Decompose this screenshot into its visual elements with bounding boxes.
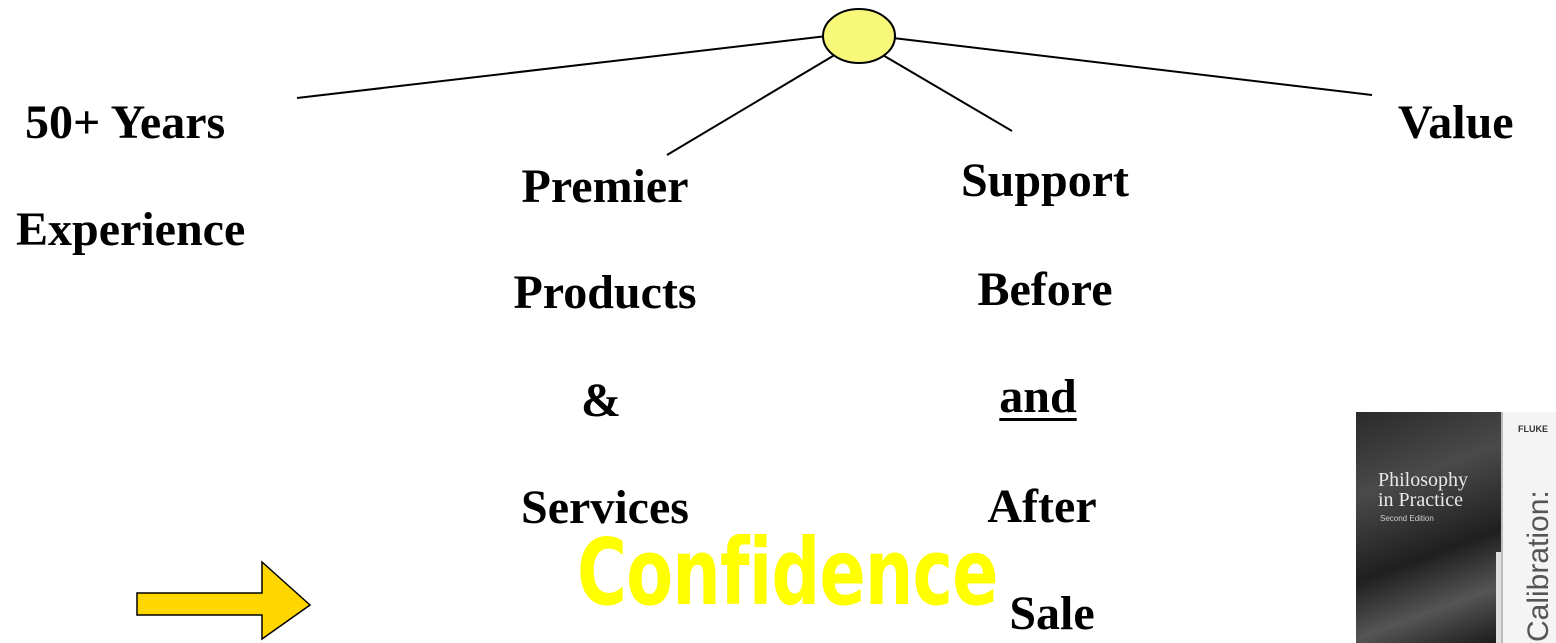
confidence-label: Confidence [577, 519, 998, 626]
support-line-1: Support [960, 154, 1130, 207]
connector-experience [296, 35, 828, 99]
experience-line-1: 50+ Years [25, 96, 226, 149]
right-arrow-icon [136, 560, 312, 641]
support-line-2: Before [977, 263, 1113, 316]
book-edition: Second Edition [1380, 514, 1434, 523]
products-line-4: Services [521, 481, 689, 534]
connector-support [880, 53, 1013, 132]
book-cover-panel [1501, 412, 1556, 643]
central-node [822, 8, 896, 64]
support-line-3: and [999, 370, 1077, 423]
products-line-2: Products [513, 266, 697, 319]
book-cover-photo [1356, 412, 1501, 643]
products-line-3: & [581, 374, 621, 427]
connector-value [892, 37, 1373, 96]
value-label: Value [1398, 96, 1514, 149]
connector-products [666, 49, 844, 156]
products-line-1: Premier [521, 160, 689, 213]
book-spine-title: Calibration: [1522, 490, 1555, 642]
book-cover-image: Philosophy in Practice Second Edition FL… [1356, 412, 1556, 643]
support-line-5: Sale [1009, 587, 1095, 640]
book-title: Philosophy in Practice [1378, 470, 1468, 510]
book-brand-logo: FLUKE [1518, 424, 1548, 434]
book-title-line-2: in Practice [1378, 489, 1463, 511]
experience-line-2: Experience [16, 203, 246, 256]
book-title-line-1: Philosophy [1378, 469, 1469, 491]
support-line-4: After [987, 480, 1097, 533]
